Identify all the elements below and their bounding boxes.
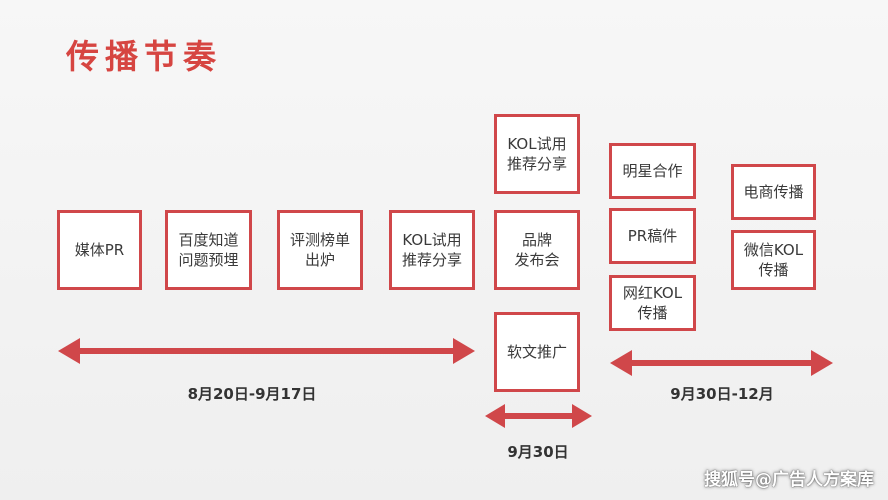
box-wechat-kol: 微信KOL 传播 — [731, 230, 816, 290]
box-celebrity: 明星合作 — [609, 143, 696, 199]
watermark: 搜狐号@广告人方案库 — [704, 470, 874, 490]
box-baidu-qa: 百度知道 问题预埋 — [165, 210, 252, 290]
box-pr-draft: PR稿件 — [609, 208, 696, 264]
box-influencer: 网红KOL 传播 — [609, 275, 696, 331]
arrow-phase1 — [58, 338, 475, 364]
arrow-phase2 — [485, 404, 592, 428]
box-soft-article: 软文推广 — [494, 312, 580, 392]
page-title: 传播节奏 — [66, 37, 222, 76]
box-kol-trial-2: KOL试用 推荐分享 — [494, 114, 580, 194]
box-ecommerce: 电商传播 — [731, 164, 816, 220]
box-brand-launch: 品牌 发布会 — [494, 210, 580, 290]
label-phase1-dates: 8月20日-9月17日 — [187, 385, 317, 403]
label-phase3-dates: 9月30日-12月 — [670, 385, 774, 403]
label-phase2-date: 9月30日 — [507, 443, 569, 461]
box-kol-trial-1: KOL试用 推荐分享 — [389, 210, 475, 290]
box-media-pr: 媒体PR — [57, 210, 142, 290]
box-review-ranking: 评测榜单 出炉 — [277, 210, 363, 290]
arrow-phase3 — [610, 350, 833, 376]
